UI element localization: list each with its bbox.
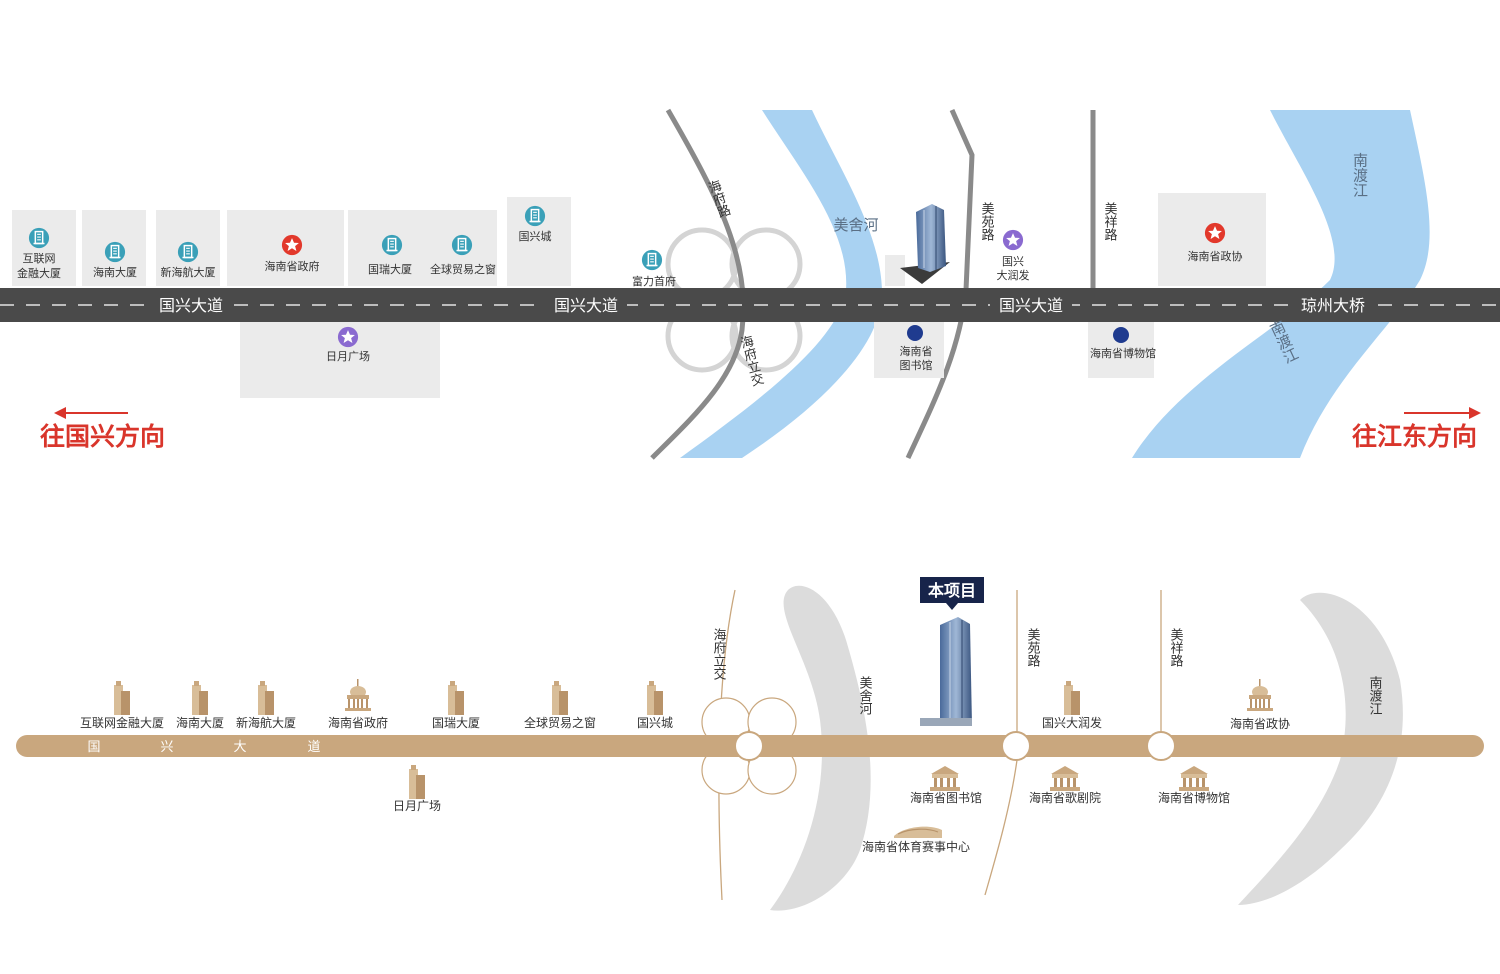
- road-char: 兴: [160, 740, 173, 755]
- poi-label: 国兴城: [519, 230, 552, 243]
- haifu-road: [650, 108, 746, 460]
- road-char: 国: [87, 740, 100, 755]
- road-char: 大: [233, 740, 246, 755]
- direction-right-label: 往江东方向: [1352, 422, 1477, 451]
- landmark-label: 国瑞大厦: [432, 716, 480, 730]
- meishe-river-bottom: [770, 585, 871, 911]
- poi-label: 图书馆: [900, 358, 933, 372]
- building-icon: [451, 234, 473, 256]
- main-road-label: 国兴大道: [159, 296, 223, 315]
- poi-label: 新海航大厦: [161, 265, 216, 279]
- landmark-label: 海南省体育赛事中心: [862, 839, 970, 854]
- main-road-label: 国兴大道: [999, 296, 1063, 315]
- landmark-label: 国兴城: [637, 716, 673, 730]
- landmark-label: 海南省图书馆: [910, 790, 982, 805]
- direction-left-label: 往国兴方向: [40, 422, 165, 451]
- landmark-label: 海南省政府: [328, 715, 388, 730]
- tower-icon: [552, 681, 568, 715]
- landmark-label: 互联网金融大厦: [80, 715, 164, 730]
- star-icon-red: [281, 234, 303, 256]
- tower-icon: [448, 681, 464, 715]
- poi-label: 海南省政府: [265, 259, 320, 273]
- building-blocks: [12, 193, 1266, 398]
- junction: [1001, 731, 1031, 761]
- dot-icon-blue: [1113, 327, 1129, 343]
- bottom-map: 国 兴 大 道 海府立交 美舍河 美苑路 美祥路 南渡江 本项目 互联网金融大厦…: [16, 577, 1484, 911]
- poi-label: 金融大厦: [17, 266, 61, 280]
- stadium-icon: [894, 826, 942, 838]
- road-label-haifu: 海府路: [704, 178, 732, 220]
- junction: [734, 731, 764, 761]
- label-haifu-interchange: 海府立交: [711, 628, 727, 680]
- label-meiyuan-road: 美苑路: [1025, 628, 1041, 667]
- bridge-label: 琼州大桥: [1301, 296, 1365, 315]
- star-icon-purple: [337, 326, 359, 348]
- river-label-nandu: 南渡江: [1351, 153, 1369, 198]
- tower-icon: [647, 681, 663, 715]
- project-tower-top: [900, 204, 950, 284]
- building-icon: [641, 249, 663, 271]
- landmark-label: 海南大厦: [176, 715, 224, 730]
- flower-interchange: [701, 697, 797, 795]
- road-label-meixiang: 美祥路: [1102, 202, 1118, 241]
- poi-label: 大润发: [997, 268, 1030, 282]
- building-icon: [381, 234, 403, 256]
- project-tag-label: 本项目: [928, 581, 976, 600]
- hall-icon: [1050, 766, 1080, 791]
- nandu-river-top: [1132, 110, 1430, 458]
- road-label-meiyuan: 美苑路: [979, 202, 995, 241]
- direction-right: 往江东方向: [1352, 407, 1481, 451]
- poi-label: 日月广场: [326, 349, 370, 363]
- capitol-icon: [345, 679, 371, 711]
- poi-label: 海南省: [900, 344, 933, 358]
- top-map: 国兴大道 国兴大道 国兴大道 琼州大桥 美舍河 南渡江 南渡江 海府路 海府立交…: [0, 108, 1500, 460]
- dot-icon-blue: [907, 325, 923, 341]
- star-icon-red: [1204, 222, 1226, 244]
- poi-label: 海南省博物馆: [1090, 346, 1156, 360]
- project-tower-bottom: [920, 617, 972, 726]
- meiyuan-road-bottom: [984, 590, 1018, 896]
- poi-label: 富力首府: [632, 274, 676, 288]
- direction-left: 往国兴方向: [40, 407, 165, 451]
- landmark-label: 海南省政协: [1230, 716, 1290, 731]
- tower-icon: [258, 681, 274, 715]
- building-icon: [524, 205, 546, 227]
- road-char: 道: [307, 740, 320, 755]
- label-meixiang-road: 美祥路: [1168, 628, 1184, 667]
- poi-label: 国兴: [1002, 255, 1024, 268]
- poi-label: 互联网: [23, 252, 56, 265]
- label-nandu-river: 南渡江: [1367, 675, 1383, 715]
- label-meishe-river: 美舍河: [857, 676, 873, 715]
- nandu-river-bottom: [1238, 592, 1403, 905]
- building-icon: [177, 241, 199, 263]
- watermark: meifang.com: [575, 461, 926, 517]
- poi-label: 海南大厦: [93, 265, 137, 279]
- landmark-label: 新海航大厦: [236, 715, 296, 730]
- junction: [1146, 731, 1176, 761]
- hall-icon: [1179, 766, 1209, 791]
- landmark-label: 海南省歌剧院: [1029, 790, 1101, 805]
- main-road-label: 国兴大道: [554, 296, 618, 315]
- poi-label: 海南省政协: [1188, 249, 1243, 263]
- project-tag: 本项目: [920, 577, 984, 610]
- hall-icon: [930, 766, 960, 791]
- building-icon: [28, 227, 50, 249]
- meiyuan-road: [905, 108, 975, 460]
- river-label-meishe: 美舍河: [833, 216, 878, 234]
- poi-label: 全球贸易之窗: [430, 262, 496, 276]
- tower-icon: [409, 765, 425, 799]
- landmark-label: 海南省博物馆: [1158, 790, 1230, 805]
- landmark-label: 国兴大润发: [1042, 715, 1102, 730]
- star-icon-purple: [1002, 229, 1024, 251]
- tower-icon: [192, 681, 208, 715]
- meishe-river-top: [680, 110, 883, 458]
- landmark-label: 日月广场: [393, 799, 441, 813]
- building-icon: [104, 241, 126, 263]
- poi-label: 国瑞大厦: [368, 262, 412, 276]
- tower-icon: [114, 681, 130, 715]
- landmark-label: 全球贸易之窗: [524, 715, 596, 730]
- tower-icon: [1064, 681, 1080, 715]
- capitol-icon: [1247, 679, 1273, 711]
